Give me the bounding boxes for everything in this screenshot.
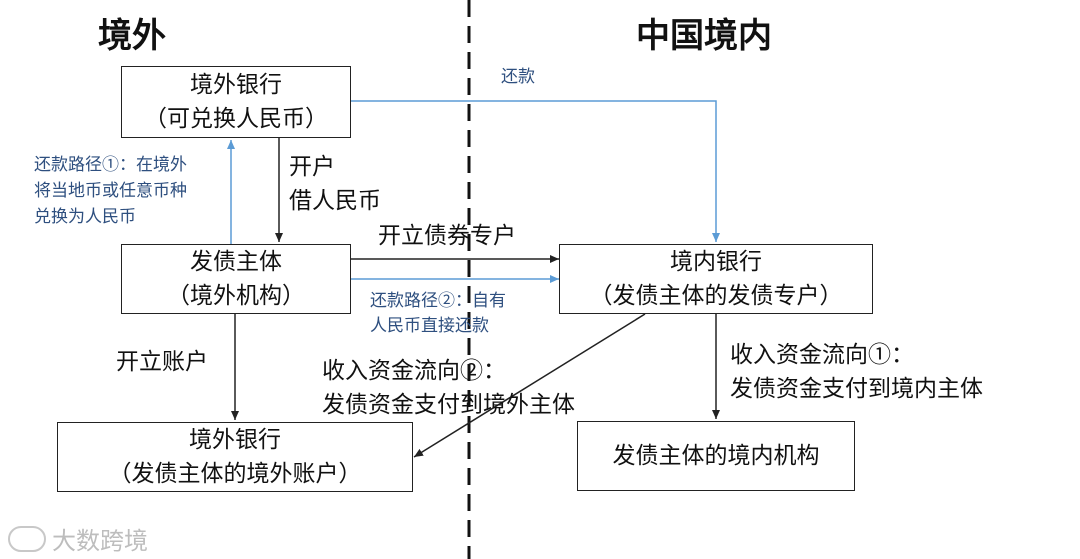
arrow-flow2 [413,313,646,458]
box-line: 境内银行 [670,249,762,275]
label-flow1-1: 收入资金流向①： [730,342,914,368]
label-flow1-2: 发债资金支付到境内主体 [730,376,983,402]
label-repay-path2-1: 还款路径②：自有 [370,291,506,311]
region-title-overseas: 境外 [98,16,166,56]
label-open-account: 开立账户 [116,349,208,375]
box-line: 境外银行 [190,72,282,98]
box-line: 发债主体的境内机构 [612,443,820,469]
label-repay: 还款 [501,67,535,87]
box-overseas-bank-convertible: 境外银行 （可兑换人民币） [121,66,351,138]
box-line: 发债主体 [190,249,282,275]
label-flow2-1: 收入资金流向②： [322,358,506,384]
watermark: 大数跨境 [8,521,148,556]
label-repay-path2-2: 人民币直接还款 [370,316,489,336]
box-line: （发债主体的发债专户） [589,283,843,309]
region-title-domestic: 中国境内 [636,16,772,56]
box-line: （可兑换人民币） [144,106,328,132]
label-open-bond-account: 开立债券专户 [378,223,516,249]
label-open-borrow-2: 借人民币 [289,188,381,214]
label-repay-path1-1: 还款路径①：在境外 [34,155,187,175]
box-overseas-bank-account: 境外银行 （发债主体的境外账户） [57,422,413,492]
label-flow2-2: 发债资金支付到境外主体 [322,392,575,418]
label-open-borrow-1: 开户 [289,154,335,180]
box-issuer: 发债主体 （境外机构） [121,244,351,314]
label-repay-path1-3: 兑换为人民币 [34,207,136,227]
arrow-repay-top [351,100,720,242]
box-domestic-bank: 境内银行 （发债主体的发债专户） [559,244,873,314]
watermark-logo-icon [8,525,46,552]
box-domestic-entity: 发债主体的境内机构 [577,421,855,491]
box-line: （境外机构） [167,283,305,309]
box-line: （发债主体的境外账户） [108,461,362,487]
box-line: 境外银行 [189,427,281,453]
label-repay-path1-2: 将当地币或任意币种 [34,181,187,201]
watermark-text: 大数跨境 [52,527,148,555]
